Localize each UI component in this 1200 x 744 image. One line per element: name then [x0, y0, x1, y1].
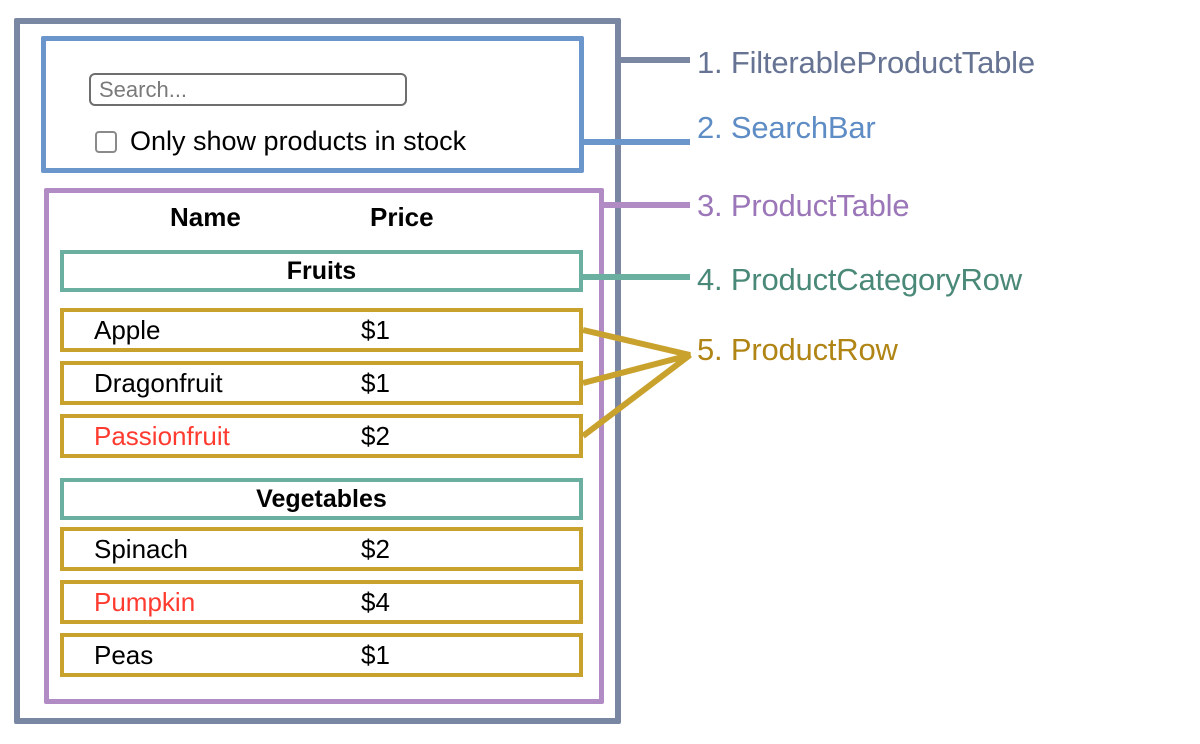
product-price: $1: [361, 315, 390, 345]
product-row: Dragonfruit $1: [60, 361, 583, 405]
product-category-row: Vegetables: [60, 478, 583, 520]
product-price: $1: [361, 368, 390, 398]
search-input[interactable]: Search...: [89, 73, 407, 106]
product-name: Dragonfruit: [94, 368, 223, 398]
product-name: Spinach: [94, 534, 188, 564]
legend-label-search-bar: 2. SearchBar: [697, 110, 876, 145]
legend-label-product-table: 3. ProductTable: [697, 188, 910, 223]
product-name: Peas: [94, 640, 154, 670]
product-row: Peas $1: [60, 633, 583, 677]
product-price: $1: [361, 640, 390, 670]
legend-label-product-category-row: 4. ProductCategoryRow: [697, 262, 1022, 297]
product-row: Apple $1: [60, 308, 583, 352]
product-price: $2: [361, 421, 390, 451]
product-row: Pumpkin $4: [60, 580, 583, 624]
category-label: Vegetables: [256, 484, 387, 513]
product-name: Passionfruit: [94, 421, 230, 451]
product-category-row: Fruits: [60, 250, 583, 292]
table-header-row: Name Price: [60, 198, 585, 242]
column-header-name: Name: [170, 202, 241, 232]
product-name: Apple: [94, 315, 161, 345]
product-table-box: [44, 188, 604, 704]
legend-label-filterable-product-table: 1. FilterableProductTable: [697, 45, 1035, 80]
product-price: $2: [361, 534, 390, 564]
in-stock-checkbox-label: Only show products in stock: [130, 126, 467, 156]
search-bar-box: [41, 36, 584, 173]
product-row: Passionfruit $2: [60, 414, 583, 458]
in-stock-filter[interactable]: Only show products in stock: [95, 128, 466, 155]
in-stock-checkbox[interactable]: [95, 130, 117, 153]
legend-label-product-row: 5. ProductRow: [697, 332, 898, 367]
product-name: Pumpkin: [94, 587, 196, 617]
category-label: Fruits: [286, 256, 357, 285]
product-row: Spinach $2: [60, 527, 583, 571]
product-price: $4: [361, 587, 390, 617]
column-header-price: Price: [370, 202, 434, 232]
